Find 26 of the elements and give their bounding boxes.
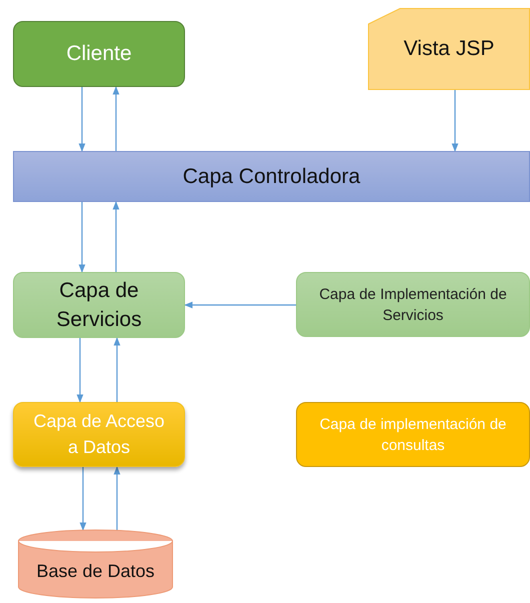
layer-band <box>13 151 530 202</box>
box-label: Capa Controladora <box>182 164 360 190</box>
process-box <box>296 402 530 467</box>
box-label: Capa de Implementación de Servicios <box>318 284 508 326</box>
box-label: Vista JSP <box>404 36 494 62</box>
box-label: Capa de implementación de consultas <box>318 414 508 456</box>
database-cylinder <box>18 530 173 598</box>
box-label: Capa de Acceso a Datos <box>32 410 166 458</box>
arrow <box>112 86 120 151</box>
box-label: Base de Datos <box>36 560 155 584</box>
arrow <box>76 338 84 403</box>
arrow <box>78 202 86 273</box>
process-box <box>296 272 530 337</box>
arrow <box>452 90 458 152</box>
process-box <box>13 402 185 467</box>
snipped-corner-box <box>368 8 530 90</box>
arrow <box>80 467 86 531</box>
box-label: Cliente <box>66 41 132 68</box>
process-box <box>13 272 185 338</box>
process-box <box>13 21 185 87</box>
arrow <box>112 201 120 272</box>
arrow <box>114 466 120 530</box>
arrow <box>78 87 86 152</box>
box-label: Capa de Servicios <box>55 278 143 333</box>
arrow <box>114 337 120 402</box>
arrow <box>184 302 296 308</box>
